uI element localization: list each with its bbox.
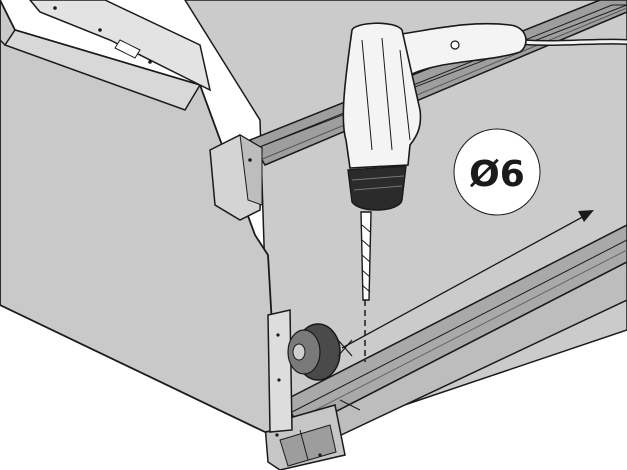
drill-size-text: Ø6 <box>469 154 525 195</box>
side-bracket <box>209 134 263 221</box>
drill-size-label: Ø6 <box>453 128 541 216</box>
bottom-rail <box>283 224 627 446</box>
roller-wheel <box>287 323 341 381</box>
dimension-line <box>337 210 594 357</box>
left-side-panel <box>0 0 279 433</box>
front-bracket <box>267 309 293 433</box>
power-cable <box>519 38 627 46</box>
power-drill <box>342 22 527 301</box>
